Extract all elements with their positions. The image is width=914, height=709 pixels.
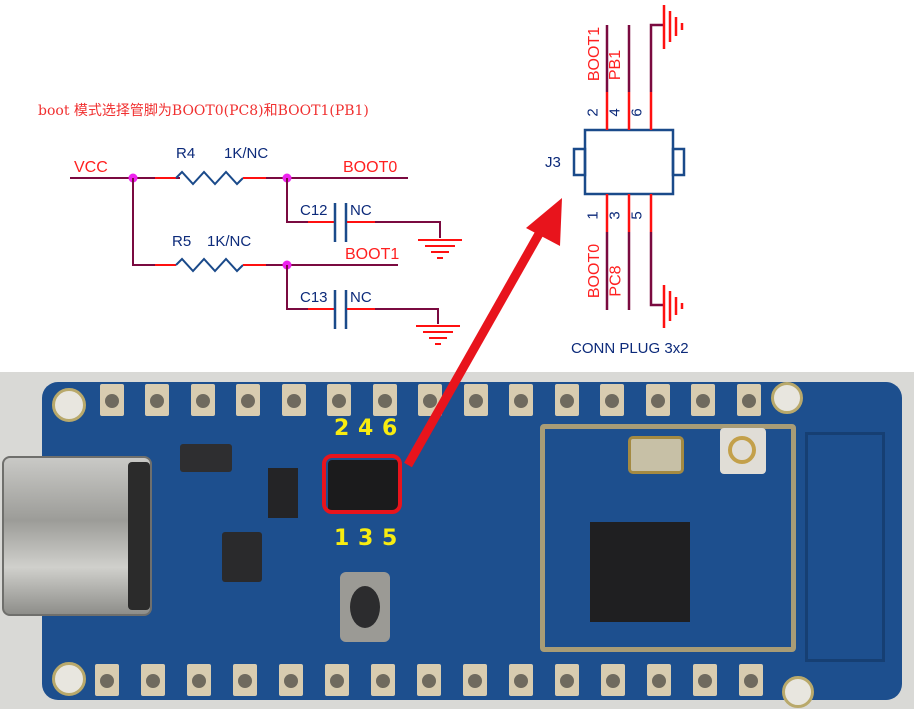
r4-ref: R4 [176, 145, 196, 162]
header-label-5: 5 [382, 526, 398, 551]
header-pad [418, 384, 442, 416]
diode-d2 [180, 444, 232, 472]
header-pad [100, 384, 124, 416]
header-pad [693, 664, 717, 696]
header-pad [279, 664, 303, 696]
header-label-4: 4 [358, 416, 374, 441]
header-pad [463, 664, 487, 696]
header-pad [371, 664, 395, 696]
header-label-2: 2 [334, 416, 350, 441]
header-pad [691, 384, 715, 416]
header-pad [187, 664, 211, 696]
ic-sot23 [268, 468, 298, 518]
c12-value: NC [350, 202, 372, 219]
header-pad [464, 384, 488, 416]
boot-header [328, 460, 400, 512]
header-pad [145, 384, 169, 416]
header-pad [327, 384, 351, 416]
header-label-6: 6 [382, 416, 398, 441]
header-pad [555, 664, 579, 696]
c12-ref: C12 [300, 202, 328, 219]
header-pad [325, 664, 349, 696]
header-pad [739, 664, 763, 696]
net-label-boot0: BOOT0 [343, 159, 398, 176]
mounting-hole [52, 388, 86, 422]
r5-ref: R5 [172, 233, 192, 250]
ground-icon [662, 5, 684, 49]
header-pad [282, 384, 306, 416]
header-pad [737, 384, 761, 416]
boot-pin-note: boot 模式选择管脚为BOOT0(PC8)和BOOT1(PB1) [38, 103, 369, 119]
mounting-hole [782, 676, 814, 708]
header-pad [509, 384, 533, 416]
j3-net-boot1: BOOT1 [586, 26, 604, 82]
header-pad [600, 384, 624, 416]
r4-resistor [175, 170, 244, 186]
j3-part: CONN PLUG 3x2 [571, 340, 689, 357]
j3-pin-4: 4 [606, 108, 624, 117]
net-label-vcc: VCC [74, 159, 108, 176]
ground-icon [416, 325, 460, 345]
header-label-1: 1 [334, 526, 350, 551]
rf-chip-qfn [590, 522, 690, 622]
crystal [628, 436, 684, 474]
j3-pin-5: 5 [628, 211, 646, 220]
r4-value: 1K/NC [224, 145, 269, 162]
reset-button-cap [350, 586, 380, 628]
c13-ref: C13 [300, 289, 328, 306]
c12-wire-left [286, 178, 308, 223]
header-pad [647, 664, 671, 696]
j3-key-right [671, 147, 686, 177]
header-pad [646, 384, 670, 416]
header-pad [141, 664, 165, 696]
j3-pin-1: 1 [584, 211, 602, 220]
rf-module-outline [540, 424, 796, 652]
r5-resistor [175, 257, 244, 273]
net-label-boot1: BOOT1 [345, 246, 400, 263]
boot-schematic [70, 5, 686, 345]
ufl-ring [728, 436, 756, 464]
header-pad [417, 664, 441, 696]
ground-icon [418, 239, 462, 259]
j3-pin-2: 2 [584, 108, 602, 117]
boot-header-highlight [322, 454, 402, 514]
usb-c-housing [128, 462, 150, 610]
pcb-antenna-trace [805, 432, 885, 662]
header-pad [555, 384, 579, 416]
usb-c-connector [2, 456, 152, 616]
j3-net-boot0: BOOT0 [586, 243, 604, 299]
ground-icon [662, 285, 684, 328]
header-pad [191, 384, 215, 416]
mounting-hole [52, 662, 86, 696]
j3-net-pc8: PC8 [607, 265, 625, 297]
inductor [222, 532, 262, 582]
header-pad [233, 664, 257, 696]
header-label-3: 3 [358, 526, 374, 551]
header-pad [509, 664, 533, 696]
j3-pin-6: 6 [628, 108, 646, 117]
j3-pin-3: 3 [606, 211, 624, 220]
pcb-photo: 2 4 6 1 3 5 [0, 372, 914, 709]
mounting-hole [771, 382, 803, 414]
j3-key-left [572, 147, 587, 177]
j3-body [583, 128, 675, 196]
r5-value: 1K/NC [207, 233, 252, 250]
header-pad [95, 664, 119, 696]
header-pad [236, 384, 260, 416]
header-pad [373, 384, 397, 416]
j3-net-pb1: PB1 [607, 49, 625, 81]
header-pad [601, 664, 625, 696]
j3-ref: J3 [545, 154, 561, 171]
c13-value: NC [350, 289, 372, 306]
